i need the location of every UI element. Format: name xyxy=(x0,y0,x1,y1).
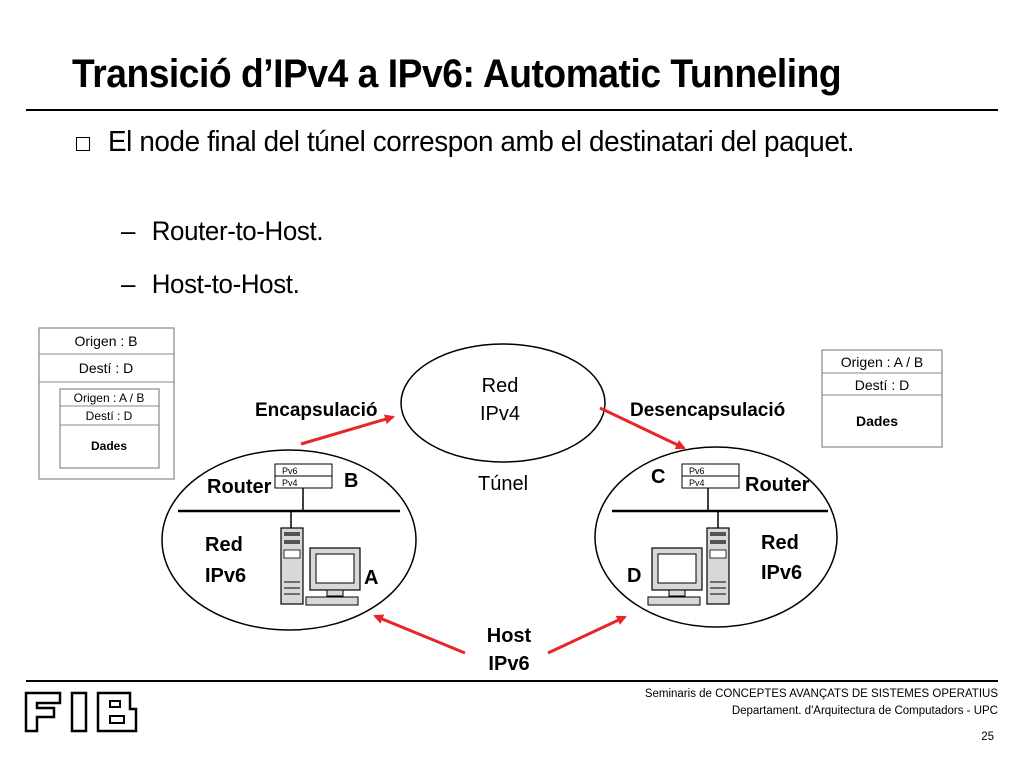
stack-ipv4-label: Pv4 xyxy=(282,478,298,488)
slide-title: Transició d’IPv4 a IPv6: Automatic Tunne… xyxy=(72,52,842,96)
host-ipv6-label-line2: IPv6 xyxy=(488,653,529,675)
packet-inner-origin: Origen : A / B xyxy=(74,391,145,405)
router-tower-icon xyxy=(706,527,730,605)
packet-origin: Origen : A / B xyxy=(841,354,924,370)
host-id-label: A xyxy=(364,567,378,589)
packet-data: Dades xyxy=(856,413,898,429)
stack-ipv6-label: Pv6 xyxy=(282,466,298,476)
title-divider xyxy=(26,109,998,111)
router-tower-icon xyxy=(280,527,304,605)
packet-inner-destination: Destí : D xyxy=(86,409,133,423)
hollow-square-bullet-icon xyxy=(76,137,90,151)
router-id-label: C xyxy=(651,466,665,488)
router-id-label: B xyxy=(344,470,358,492)
encapsulation-arrow xyxy=(300,414,395,446)
decapsulated-packet: Origen : A / B Destí : D Dades xyxy=(821,349,943,448)
subitem-host-to-host: –Host-to-Host. xyxy=(121,269,300,299)
encapsulation-label: Encapsulació xyxy=(255,400,378,421)
host-computer-icon xyxy=(305,547,361,606)
automatic-tunneling-diagram: Origen : B Destí : D Origen : A / B Dest… xyxy=(38,327,943,675)
host-arrow-right xyxy=(547,615,627,655)
network-label-line2: IPv6 xyxy=(761,562,802,584)
left-ipv6-network: Router Pv6 Pv4 B Red IPv6 A xyxy=(161,449,417,631)
packet-outer-origin: Origen : B xyxy=(74,333,137,349)
host-id-label: D xyxy=(627,565,641,587)
main-bullet-text: El node final del túnel correspon amb el… xyxy=(108,126,855,158)
fib-logo xyxy=(24,691,138,733)
decapsulation-arrow xyxy=(599,406,686,450)
router-label: Router xyxy=(207,476,272,498)
tunnel-label: Túnel xyxy=(478,473,528,495)
router-label: Router xyxy=(745,474,810,496)
stack-ipv6-label: Pv6 xyxy=(689,466,705,476)
ipv4-cloud-label-line1: Red xyxy=(482,375,519,397)
packet-outer-destination: Destí : D xyxy=(79,360,133,376)
subitem-label: Host-to-Host. xyxy=(151,269,300,299)
packet-inner-data: Dades xyxy=(91,439,127,453)
host-computer-icon xyxy=(647,547,703,606)
stack-ipv4-label: Pv4 xyxy=(689,478,705,488)
ipv4-network-ellipse xyxy=(400,343,606,463)
footer-department-line: Departament. d'Arquitectura de Computado… xyxy=(731,705,998,717)
ipv4-cloud-label-line2: IPv4 xyxy=(480,403,520,425)
subitem-router-to-host: –Router-to-Host. xyxy=(121,216,324,246)
network-label-line2: IPv6 xyxy=(205,565,246,587)
network-label-line1: Red xyxy=(761,532,799,554)
host-ipv6-label-line1: Host xyxy=(487,625,532,647)
page-number: 25 xyxy=(981,731,994,743)
subitem-label: Router-to-Host. xyxy=(151,216,324,246)
right-ipv6-network: C Pv6 Pv4 Router D Red IPv6 xyxy=(594,446,838,628)
encapsulated-packet: Origen : B Destí : D Origen : A / B Dest… xyxy=(38,327,175,480)
packet-destination: Destí : D xyxy=(855,377,909,393)
host-arrow-left xyxy=(373,614,466,655)
network-label-line1: Red xyxy=(205,534,243,556)
decapsulation-label: Desencapsulació xyxy=(630,400,785,421)
footer-divider xyxy=(26,680,998,682)
footer-course-line: Seminaris de CONCEPTES AVANÇATS DE SISTE… xyxy=(644,688,998,700)
